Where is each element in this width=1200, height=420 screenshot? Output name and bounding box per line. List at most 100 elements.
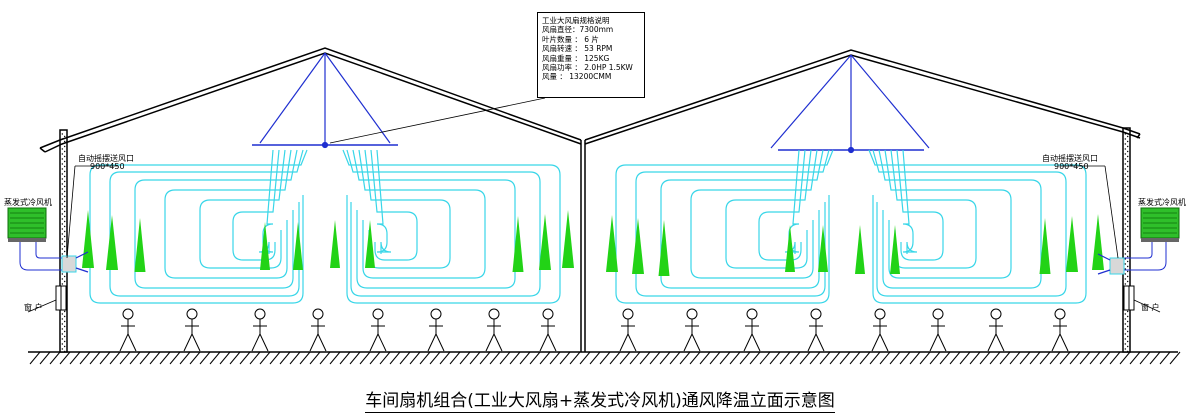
worker-leg — [751, 333, 761, 352]
ground-hatch-line — [109, 351, 121, 365]
wall-dot — [1124, 168, 1127, 170]
wall-dot — [61, 183, 63, 185]
wall-dot — [1124, 133, 1127, 135]
ground-hatch-line — [1149, 351, 1161, 365]
worker-leg — [377, 333, 387, 352]
wall-dot — [63, 250, 66, 253]
ground-hatch-line — [689, 351, 701, 365]
ground-hatch-line — [699, 351, 711, 365]
wall-dot — [61, 253, 63, 255]
wall-dot — [1127, 220, 1129, 223]
wall-dot — [1127, 190, 1129, 193]
worker-head — [932, 308, 944, 320]
wall-dot — [61, 213, 63, 215]
wall-dot — [63, 215, 66, 218]
wall-dot — [1127, 155, 1129, 158]
ground-hatch-line — [949, 351, 961, 365]
ground-hatch-line — [889, 351, 901, 365]
wall-dot — [1127, 150, 1129, 153]
ground-hatch-line — [1009, 351, 1021, 365]
wall-dot — [63, 280, 66, 283]
ground-hatch-line — [829, 351, 841, 365]
worker-leg — [493, 333, 503, 352]
ground-hatch-line — [389, 351, 401, 365]
ground-hatch-line — [539, 351, 551, 365]
airflow-loop — [758, 149, 806, 261]
worker-head — [542, 308, 554, 320]
wall-dot — [63, 155, 66, 158]
ground-hatch-line — [1049, 351, 1061, 365]
wall-dot — [61, 318, 63, 320]
wall-dot — [63, 160, 66, 163]
wall-dot — [61, 153, 63, 155]
wall-dot — [61, 338, 63, 340]
wall-dot — [1124, 273, 1127, 275]
wall-dot — [1127, 195, 1129, 198]
airflow-loop — [346, 149, 541, 297]
wall-dot — [61, 343, 63, 345]
wall-dot — [1127, 235, 1129, 238]
ground-hatch-line — [169, 351, 181, 365]
wall-dot — [61, 278, 63, 280]
worker-figure — [743, 308, 761, 352]
ground-hatch-line — [709, 351, 721, 365]
ground-hatch-line — [279, 351, 291, 365]
wall-dot — [1127, 205, 1129, 208]
wall-dot — [63, 350, 66, 353]
ground-hatch-line — [759, 351, 771, 365]
green-airflow-cone — [539, 214, 551, 270]
ground-hatch-line — [1059, 351, 1071, 365]
wall-dot — [1124, 228, 1127, 230]
airflow-loop — [635, 149, 830, 297]
worker-leg — [807, 333, 817, 352]
wall-dot — [1124, 338, 1127, 340]
airflow-loop — [690, 149, 818, 279]
worker-head — [746, 308, 758, 320]
wall-dot — [1124, 198, 1127, 200]
airflow-loop — [232, 149, 280, 261]
wall-dot — [1127, 250, 1129, 253]
wall-dot — [63, 185, 66, 188]
green-airflow-cone — [512, 216, 524, 272]
ground-hatch-line — [979, 351, 991, 365]
airflow-loop — [370, 149, 418, 261]
green-airflow-cone — [562, 210, 574, 268]
ground-hatch-line — [49, 351, 61, 365]
wall-dot — [61, 313, 63, 315]
green-airflow-cone — [1066, 216, 1078, 272]
ground-hatch-line — [39, 351, 51, 365]
airflow-loop — [376, 149, 392, 254]
worker-leg — [251, 333, 261, 352]
ground-hatch-line — [819, 351, 831, 365]
worker-head — [254, 308, 266, 320]
worker-figure — [369, 308, 387, 352]
worker-leg — [879, 333, 889, 352]
wall-dot — [63, 340, 66, 343]
airflow-loop — [884, 149, 1012, 279]
left-window-label: 窗 户 — [24, 303, 43, 312]
ground-hatch-line — [289, 351, 301, 365]
airflow-loop — [868, 149, 1087, 304]
wall-dot — [1127, 170, 1129, 173]
worker-leg — [183, 333, 193, 352]
caption-text: 车间扇机组合(工业大风扇+蒸发式冷风机)通风降温立面示意图 — [365, 391, 835, 413]
worker-figure — [929, 308, 947, 352]
ground-hatch-line — [1029, 351, 1041, 365]
ground-hatch-line — [299, 351, 311, 365]
airflow-loop — [725, 149, 812, 269]
ground-hatch-line — [989, 351, 1001, 365]
ground-hatch-line — [189, 351, 201, 365]
ground-hatch-line — [249, 351, 261, 365]
ground-hatch-line — [319, 351, 331, 365]
worker-leg — [317, 333, 327, 352]
ground-hatch-line — [69, 351, 81, 365]
wall-dot — [1127, 215, 1129, 218]
ground-hatch-line — [209, 351, 221, 365]
spec-line-blades: 叶片数量 ： 6 片 — [542, 34, 599, 44]
wall-dot — [63, 240, 66, 243]
ground — [28, 351, 1181, 365]
wall-dot — [1127, 280, 1129, 283]
wall-dot — [61, 233, 63, 235]
worker-head — [622, 308, 634, 320]
wall-dot — [61, 173, 63, 175]
